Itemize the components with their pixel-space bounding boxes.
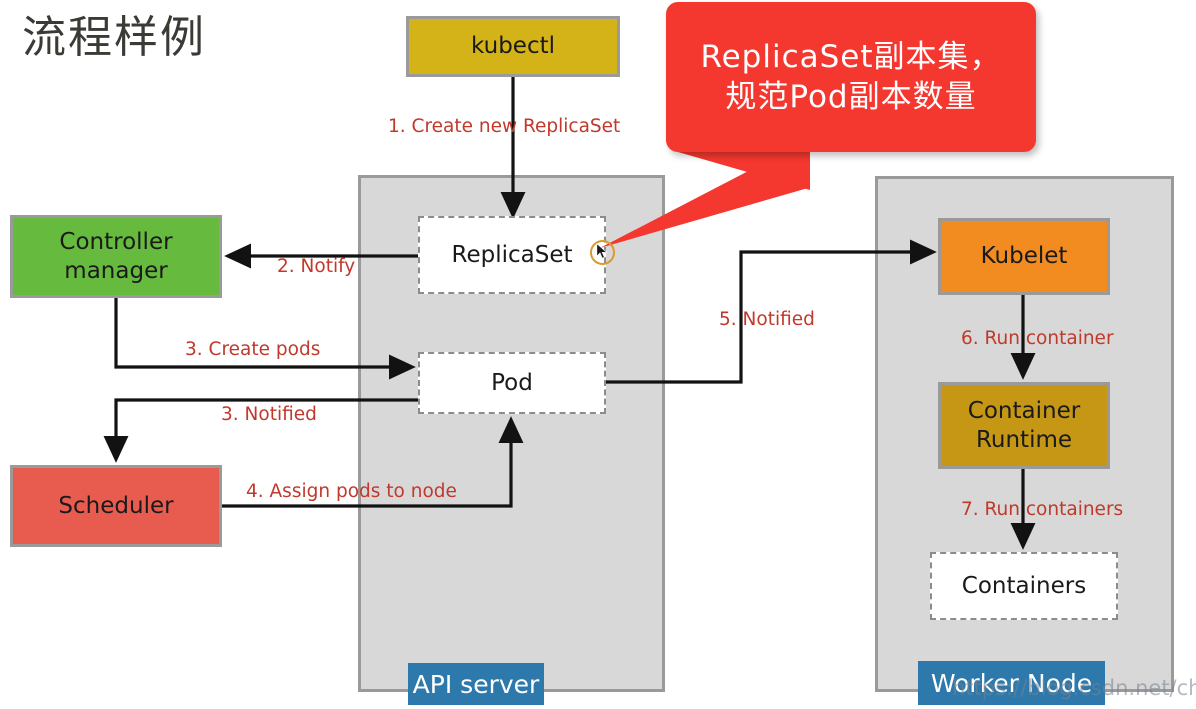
node-kubectl[interactable]: kubectl [406,16,620,77]
step-label-2: 2. Notify [277,256,356,277]
callout-bubble: ReplicaSet副本集， 规范Pod副本数量 [666,2,1036,152]
callout-line-1: ReplicaSet副本集， [700,38,1002,75]
node-scheduler[interactable]: Scheduler [10,465,222,547]
node-kubectl-label: kubectl [471,33,555,60]
page-title: 流程样例 [22,12,206,63]
tag-api-server: API server [408,663,544,705]
node-container-runtime-label-line1: Container [967,398,1081,425]
tag-worker-node: Worker Node [918,661,1105,705]
step-label-6: 6. Run container [961,328,1114,349]
node-kubelet-label: Kubelet [980,243,1068,270]
node-controller-manager-label-line1: Controller [59,229,173,256]
node-controller-manager-label-line2: manager [64,257,168,284]
step-label-3b: 3. Notified [221,404,317,425]
node-containers-label: Containers [961,572,1087,599]
step-label-7: 7. Run containers [961,499,1124,520]
step-label-1: 1. Create new ReplicaSet [388,116,621,137]
step-label-4: 4. Assign pods to node [246,481,457,502]
callout-line-2: 规范Pod副本数量 [725,79,977,115]
node-scheduler-label: Scheduler [58,492,174,519]
watermark: https://blog.csdn.net/chengyinwu [952,676,1196,700]
step-label-5: 5. Notified [719,309,815,330]
node-replicaset-label: ReplicaSet [451,241,573,268]
tag-worker-node-label: Worker Node [930,668,1093,698]
mouse-cursor-icon [596,243,608,259]
node-replicaset[interactable]: ReplicaSet [418,216,606,294]
tag-api-server-label: API server [412,669,540,699]
node-controller-manager[interactable]: Controller manager [10,215,222,298]
node-pod[interactable]: Pod [418,352,606,414]
node-pod-label: Pod [491,369,533,396]
node-kubelet[interactable]: Kubelet [938,218,1110,295]
node-container-runtime[interactable]: Container Runtime [938,382,1110,469]
step-label-3a: 3. Create pods [185,339,321,360]
node-containers[interactable]: Containers [930,552,1118,620]
node-container-runtime-label-line2: Runtime [975,426,1073,453]
